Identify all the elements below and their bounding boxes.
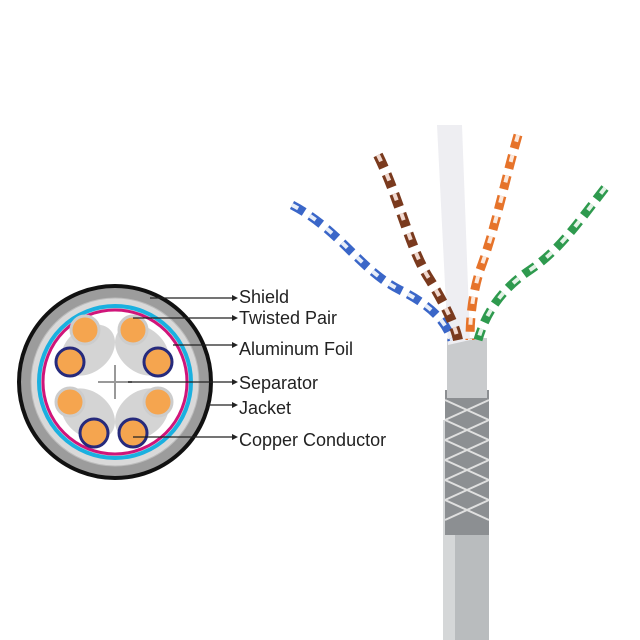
foil	[447, 338, 487, 398]
cable-illustration	[289, 125, 609, 640]
label-jacket: Jacket	[239, 398, 292, 418]
cross-section	[17, 284, 213, 480]
conductors	[54, 314, 174, 449]
label-copper-conductor: Copper Conductor	[239, 430, 387, 450]
separator-cross	[98, 365, 132, 399]
separator-tape	[437, 125, 470, 345]
arrow-heads	[232, 295, 238, 440]
leader-lines	[128, 297, 232, 438]
label-shield: Shield	[239, 287, 290, 307]
label-aluminum-foil: Aluminum Foil	[239, 339, 354, 359]
label-twisted-pair: Twisted Pair	[239, 308, 338, 328]
label-separator: Separator	[239, 373, 319, 393]
